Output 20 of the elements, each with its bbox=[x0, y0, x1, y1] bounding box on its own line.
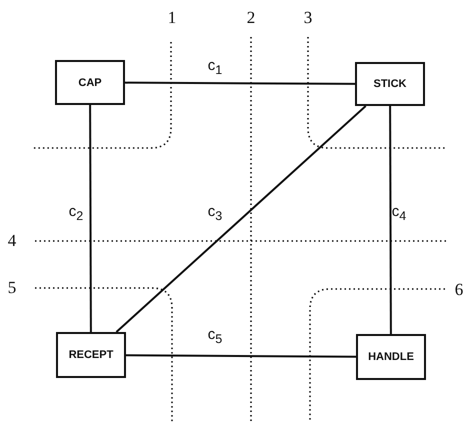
cut-number: 2 bbox=[246, 8, 256, 28]
cut-number: 4 bbox=[8, 231, 16, 251]
cut-number: 3 bbox=[304, 8, 312, 28]
edge-label: c$_{1}$ bbox=[208, 57, 222, 77]
connector-line bbox=[126, 354, 356, 358]
component-box: STICK bbox=[355, 62, 425, 106]
component-box: CAP bbox=[55, 60, 125, 105]
cut-number: 5 bbox=[8, 278, 16, 298]
connector-line bbox=[389, 106, 392, 334]
component-box: RECEPT bbox=[56, 332, 126, 378]
edge-label: c$_{4}$ bbox=[392, 203, 406, 223]
component-box: HANDLE bbox=[356, 334, 426, 380]
connector-line bbox=[125, 82, 355, 85]
edge-label: c$_{5}$ bbox=[208, 326, 222, 346]
cut-number: 6 bbox=[454, 280, 464, 300]
connector-line bbox=[89, 105, 92, 332]
connector-line bbox=[116, 105, 366, 333]
edge-label: c$_{2}$ bbox=[68, 203, 84, 223]
edge-label: c$_{3}$ bbox=[208, 203, 222, 223]
cut-number: 1 bbox=[168, 8, 176, 28]
